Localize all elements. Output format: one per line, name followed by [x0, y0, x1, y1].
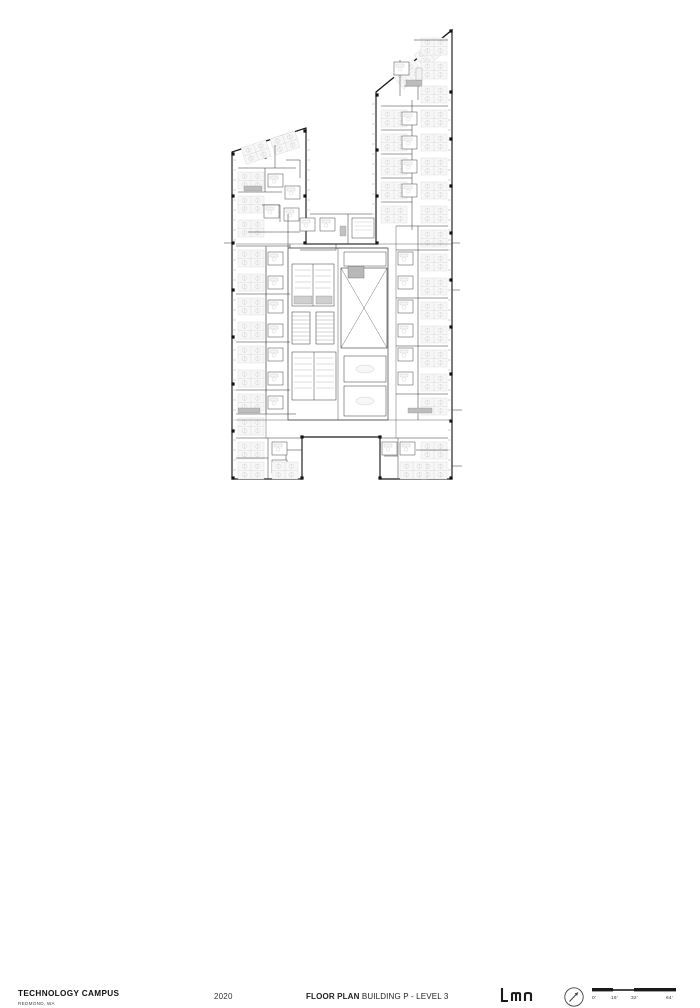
restrooms — [291, 263, 335, 307]
north-arrow-icon — [564, 987, 584, 1007]
scale-tick-16: 16' — [611, 996, 618, 1001]
lmn-logo-icon — [500, 988, 533, 1003]
stair-shaft — [291, 311, 335, 345]
scale-tick-32: 32' — [631, 996, 638, 1001]
project-location: REDMOND, WA — [18, 1000, 55, 1006]
lmn-logo — [500, 987, 538, 1003]
floor-plan-svg — [224, 28, 462, 480]
elevator-shaft — [340, 257, 388, 349]
south-wings — [236, 437, 448, 480]
scale-tick-64: 64' — [666, 996, 673, 1001]
project-identification: TECHNOLOGY CAMPUS REDMOND, WA — [18, 989, 119, 1007]
scale-bar-icon — [592, 988, 676, 992]
sheet-title-group: FLOOR PLAN BUILDING P - LEVEL 3 — [306, 992, 448, 1001]
north-arrow — [563, 986, 585, 1008]
floor-plan-drawing — [0, 0, 700, 490]
sheet-subtitle: BUILDING P - LEVEL 3 — [359, 992, 449, 1001]
project-year: 2020 — [214, 992, 233, 1001]
sheet-title-bar: TECHNOLOGY CAMPUS REDMOND, WA 2020 FLOOR… — [0, 490, 700, 1007]
ne-wing-interior — [380, 37, 448, 230]
circulation-corridors — [236, 226, 452, 438]
core-lower — [291, 351, 337, 401]
scale-tick-labels: 0' 16' 32' 64' — [592, 996, 676, 1005]
nw-wing-interior — [237, 130, 301, 238]
project-name: TECHNOLOGY CAMPUS — [18, 989, 120, 998]
meeting-rooms — [343, 251, 387, 417]
dimension-ticks — [224, 242, 462, 467]
east-perimeter-workstations — [396, 205, 448, 480]
upper-mid-zone — [287, 213, 376, 251]
scale-tick-0: 0' — [592, 996, 596, 1001]
graphic-scale: 0' 16' 32' 64' — [592, 988, 676, 1005]
building-core — [287, 247, 389, 421]
sheet-title: FLOOR PLAN — [306, 992, 360, 1001]
